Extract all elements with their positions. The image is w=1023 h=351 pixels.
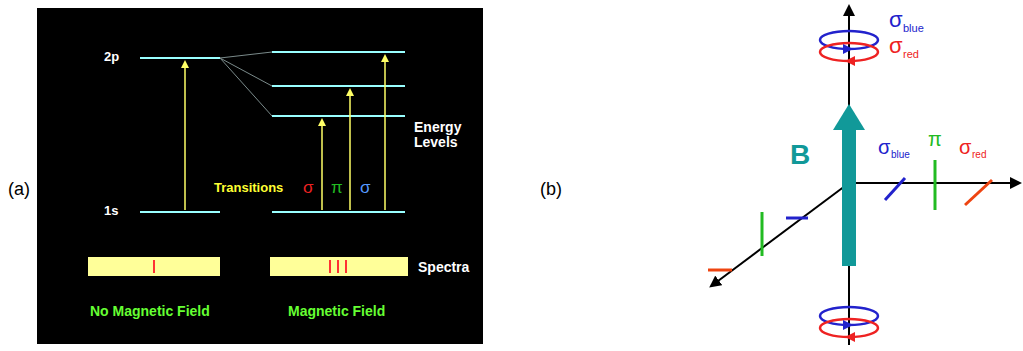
level-label: 2p: [104, 50, 119, 64]
subscript: red: [903, 48, 919, 60]
polarization-symbol: σ: [889, 34, 903, 58]
energy-levels: [140, 52, 405, 212]
panel-label: (b): [540, 180, 562, 200]
subscript: red: [972, 149, 986, 160]
panel-background: [37, 8, 483, 344]
transition-symbol: σ: [360, 179, 371, 198]
polarization-symbol: π: [928, 128, 942, 150]
polarization-symbol: σ: [889, 8, 903, 32]
caption-text: Spectra: [418, 260, 469, 275]
transition-arrows: [185, 58, 385, 210]
field-label: B: [790, 140, 810, 171]
spectra-bars: [88, 257, 408, 276]
panel-label: (a): [8, 180, 30, 200]
linear-polarizations: [708, 160, 992, 270]
caption-text: No Magnetic Field: [90, 304, 210, 319]
polarization-symbol: σ: [959, 136, 971, 158]
transition-symbol: π: [331, 179, 343, 198]
rotation-arrows: [843, 44, 855, 342]
b-field-arrow: [833, 104, 865, 266]
polarization-symbol: σ: [878, 136, 890, 158]
splitting-lines: [220, 52, 272, 116]
caption-text: Magnetic Field: [288, 304, 385, 319]
caption-text: Transitions: [214, 181, 283, 195]
level-label: 1s: [104, 204, 118, 218]
polarization-circles: [820, 31, 878, 337]
transition-symbol: σ: [303, 179, 314, 198]
caption-text: Energy Levels: [414, 120, 480, 151]
subscript: blue: [891, 149, 910, 160]
axes: [714, 10, 1016, 345]
subscript: blue: [903, 22, 924, 34]
